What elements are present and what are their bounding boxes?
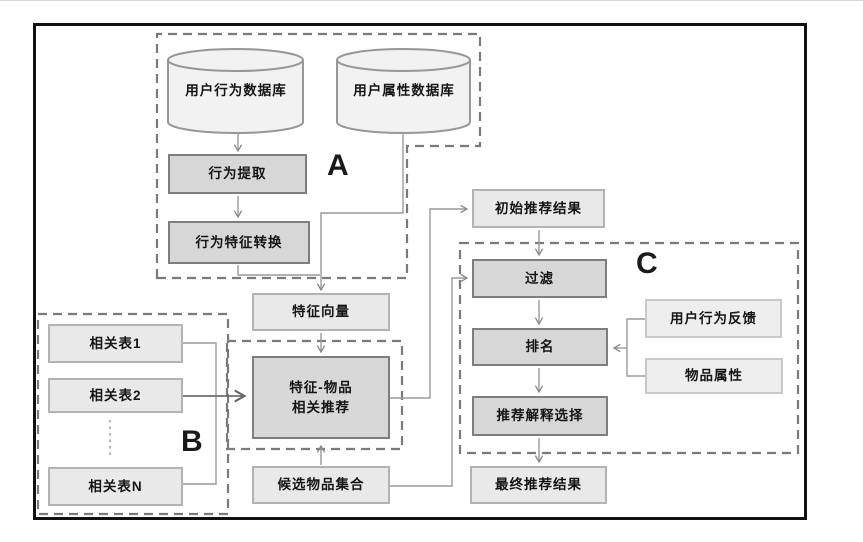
module-c-outline — [458, 241, 800, 455]
node-ranking: 排名 — [472, 328, 608, 366]
line-related-tables-bus — [183, 342, 217, 485]
behavior-db-cylinder — [167, 48, 304, 134]
node-filter: 过滤 — [472, 259, 607, 298]
node-behavior-feature-convert: 行为特征转换 — [168, 221, 310, 264]
attribute-db-cylinder — [336, 48, 471, 134]
behavior-db-label: 用户行为数据库 — [185, 83, 287, 98]
outer-frame — [33, 23, 807, 520]
arrow-attributedb-to-featurevector — [316, 132, 404, 292]
node-final-results: 最终推荐结果 — [470, 466, 607, 504]
section-b-label: B — [181, 425, 203, 458]
node-feature-vector: 特征向量 — [252, 293, 390, 331]
module-a-outline — [155, 32, 482, 280]
node-user-behavior-feedback: 用户行为反馈 — [645, 299, 782, 338]
line-feedback-bracket — [626, 318, 645, 377]
node-explanation-select: 推荐解释选择 — [472, 396, 608, 436]
recommend-engine-outline — [225, 339, 404, 451]
node-related-table-1: 相关表1 — [48, 324, 183, 363]
arrow-engine-to-initial — [390, 204, 469, 399]
node-item-attributes: 物品属性 — [645, 358, 783, 394]
attribute-db-label: 用户属性数据库 — [353, 83, 455, 98]
node-related-table-n: 相关表N — [48, 467, 183, 506]
arrow-candidates-to-filter — [390, 273, 469, 487]
node-related-table-2: 相关表2 — [48, 378, 183, 413]
section-a-label: A — [327, 149, 349, 182]
node-feature-item-recommend: 特征-物品 相关推荐 — [252, 356, 390, 439]
node-behavior-extract: 行为提取 — [168, 154, 307, 194]
node-initial-results: 初始推荐结果 — [472, 189, 605, 228]
node-candidate-item-set: 候选物品集合 — [252, 466, 390, 504]
line-convert-to-junction — [237, 265, 320, 276]
section-c-label: C — [636, 247, 658, 280]
module-b-outline — [36, 312, 230, 516]
